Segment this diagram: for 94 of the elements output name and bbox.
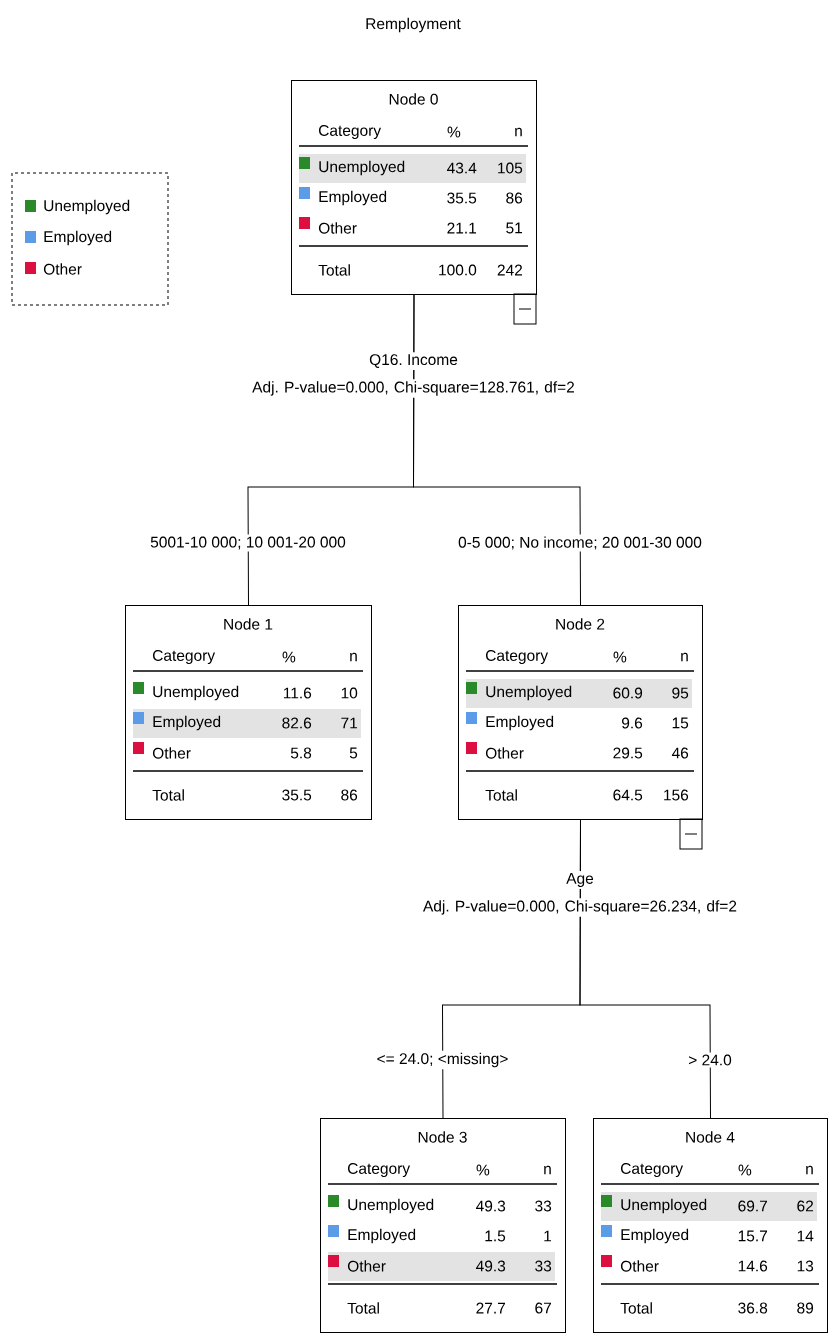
- split-variable: Age: [564, 871, 596, 889]
- percent-value: 69.7: [738, 1200, 767, 1212]
- count-value: 242: [497, 264, 522, 276]
- connector-line: [579, 819, 711, 1119]
- count-value: 5: [349, 747, 358, 759]
- edge-label: <= 24.0; <missing>: [374, 1050, 511, 1070]
- column-header: n: [681, 652, 688, 662]
- count-value: 10: [341, 687, 358, 699]
- percent-value: 29.5: [613, 747, 643, 759]
- total-label: Total: [347, 1302, 379, 1314]
- split-variable: Q16. Income: [367, 352, 460, 370]
- column-header: %: [613, 651, 627, 663]
- category-label: Other: [152, 747, 191, 759]
- node-title: Node 2: [556, 618, 605, 630]
- category-label: Employed: [621, 1228, 689, 1244]
- percent-value: 100.0: [439, 264, 477, 276]
- count-value: 51: [506, 222, 523, 234]
- percent-value: 43.4: [447, 162, 477, 174]
- category-label: Unemployed: [621, 1198, 707, 1214]
- count-value: 105: [498, 162, 523, 174]
- percent-value: 5.8: [290, 747, 312, 759]
- legend-label: Employed: [44, 230, 112, 246]
- count-value: 46: [671, 747, 689, 759]
- total-label: Total: [152, 789, 184, 801]
- percent-value: 60.9: [613, 687, 643, 699]
- column-header: n: [515, 127, 522, 137]
- percent-value: 1.5: [485, 1230, 506, 1242]
- diagram-title: Remployment: [366, 17, 461, 33]
- category-label: Unemployed: [153, 685, 239, 701]
- column-header: %: [738, 1164, 752, 1176]
- percent-value: 36.8: [738, 1302, 768, 1314]
- edge-label: > 24.0: [686, 1052, 734, 1068]
- column-header: Category: [153, 650, 216, 665]
- count-value: 89: [797, 1302, 814, 1314]
- percent-value: 15.7: [738, 1230, 767, 1242]
- total-label: Total: [485, 789, 517, 801]
- total-label: Total: [318, 264, 350, 276]
- connector-line: [413, 294, 581, 606]
- count-value: 33: [535, 1260, 552, 1272]
- category-label: Other: [318, 222, 357, 234]
- column-header: n: [544, 1165, 551, 1175]
- count-value: 1: [544, 1230, 552, 1242]
- node-title: Node 3: [418, 1131, 467, 1143]
- split-statistics: Adj. P-value=0.000, Chi-square=128.761, df=2: [249, 379, 578, 398]
- column-header: %: [447, 126, 461, 138]
- count-value: 95: [672, 687, 689, 699]
- category-label: Employed: [486, 715, 554, 731]
- column-header: Category: [319, 125, 382, 140]
- legend-label: Other: [43, 263, 82, 275]
- category-label: Other: [620, 1260, 659, 1272]
- count-value: 13: [797, 1260, 814, 1272]
- category-label: Employed: [348, 1228, 416, 1244]
- count-value: 15: [672, 717, 689, 729]
- node-title: Node 1: [224, 618, 273, 630]
- count-value: 86: [341, 789, 358, 801]
- column-header: Category: [621, 1163, 684, 1177]
- percent-value: 49.3: [476, 1260, 506, 1272]
- percent-value: 35.5: [282, 789, 312, 801]
- percent-value: 11.6: [283, 687, 312, 699]
- column-header: Category: [348, 1163, 411, 1177]
- count-value: 71: [341, 717, 358, 729]
- split-statistics: Adj. P-value=0.000, Chi-square=26.234, df=2: [415, 898, 745, 917]
- category-label: Unemployed: [486, 685, 572, 701]
- legend-label: Unemployed: [44, 199, 130, 215]
- column-header: n: [350, 652, 357, 662]
- percent-value: 35.5: [447, 192, 477, 204]
- node-title: Node 4: [686, 1131, 735, 1143]
- category-label: Employed: [319, 190, 387, 206]
- edge-label: 5001-10 000; 10 001-20 000: [148, 534, 348, 552]
- percent-value: 21.1: [447, 222, 477, 234]
- percent-value: 27.7: [476, 1302, 505, 1314]
- percent-value: 9.6: [621, 717, 643, 729]
- percent-value: 49.3: [476, 1200, 506, 1212]
- count-value: 62: [797, 1200, 813, 1212]
- total-label: Total: [620, 1302, 652, 1314]
- count-value: 86: [506, 192, 523, 204]
- percent-value: 82.6: [282, 717, 312, 729]
- node-title: Node 0: [389, 93, 438, 105]
- column-header: %: [282, 651, 296, 663]
- category-label: Other: [347, 1260, 386, 1272]
- column-header: Category: [486, 650, 549, 665]
- category-label: Other: [485, 747, 524, 759]
- count-value: 33: [535, 1200, 552, 1212]
- category-label: Employed: [153, 715, 221, 731]
- edge-label: 0-5 000; No income; 20 001-30 000: [456, 534, 704, 552]
- column-header: %: [476, 1164, 490, 1176]
- percent-value: 64.5: [613, 789, 643, 801]
- count-value: 156: [664, 789, 689, 801]
- column-header: n: [806, 1165, 813, 1175]
- count-value: 67: [535, 1302, 551, 1314]
- percent-value: 14.6: [738, 1260, 768, 1272]
- count-value: 14: [797, 1230, 814, 1242]
- category-label: Unemployed: [348, 1198, 434, 1214]
- category-label: Unemployed: [319, 160, 405, 176]
